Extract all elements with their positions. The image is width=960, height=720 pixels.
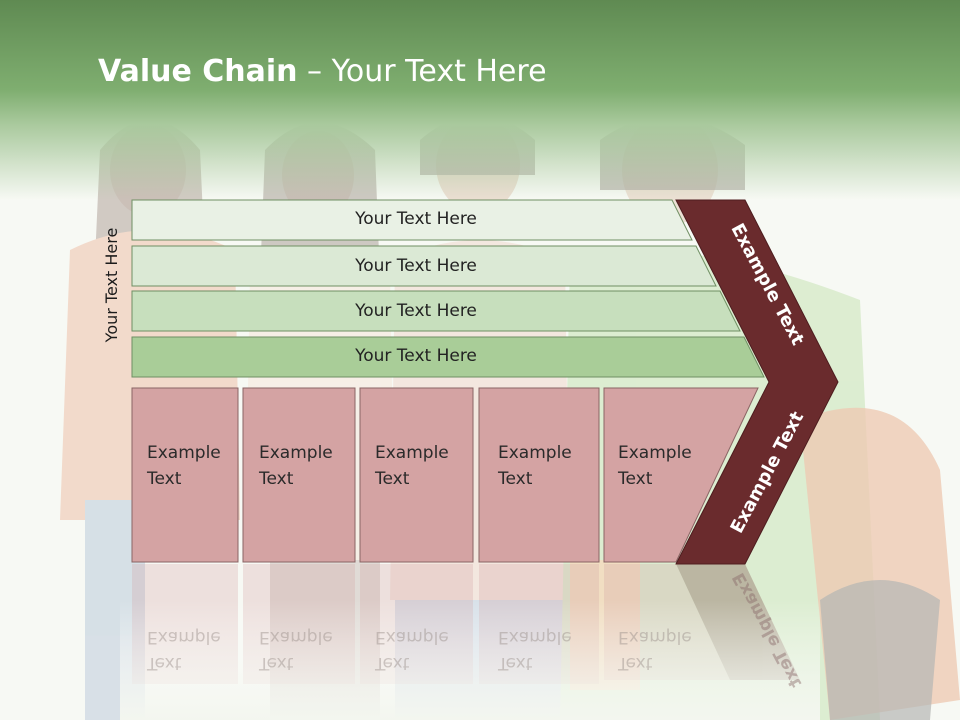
column-3-reflection-line1: Example <box>375 627 449 647</box>
column-3-line2: Text <box>375 469 410 489</box>
bar-1 <box>131 199 693 241</box>
column-1 <box>131 387 239 563</box>
column-1-line1: Example <box>147 443 221 463</box>
column-1-reflection-line2: Text <box>147 653 182 673</box>
column-2 <box>242 387 356 563</box>
column-2-reflection-line2: Text <box>259 653 294 673</box>
column-2-line2: Text <box>259 469 294 489</box>
column-1-line2: Text <box>147 469 182 489</box>
column-4-line1: Example <box>498 443 572 463</box>
column-1-reflection: Text Example <box>147 624 221 676</box>
column-2-line1: Example <box>259 443 333 463</box>
title-bold: Value Chain <box>98 54 298 89</box>
column-4-line2: Text <box>498 469 533 489</box>
slide-title: Value Chain – Your Text Here <box>98 54 547 89</box>
header-band <box>0 0 960 200</box>
column-4 <box>478 387 600 563</box>
column-1-reflection-line1: Example <box>147 627 221 647</box>
column-3-reflection-line2: Text <box>375 653 410 673</box>
column-3-line1: Example <box>375 443 449 463</box>
bar-label-2: Your Text Here <box>355 256 477 276</box>
bar-label-3: Your Text Here <box>355 301 477 321</box>
chevron-arrow <box>675 199 839 565</box>
column-5-line2: Text <box>618 469 653 489</box>
bar-label-1: Your Text Here <box>355 209 477 229</box>
column-4-reflection-line1: Example <box>498 627 572 647</box>
bar-4 <box>131 336 765 378</box>
column-3 <box>359 387 474 563</box>
column-4-reflection-line2: Text <box>498 653 533 673</box>
column-5-reflection-line1: Example <box>618 627 692 647</box>
column-2-reflection-line1: Example <box>259 627 333 647</box>
column-5-line1: Example <box>618 443 692 463</box>
bar-label-4: Your Text Here <box>355 346 477 366</box>
column-5-reflection-line2: Text <box>618 653 653 673</box>
title-rest: – Your Text Here <box>297 54 547 89</box>
bar-3 <box>131 290 741 332</box>
column-5-reflection: Text Example <box>618 624 692 676</box>
reflection-fade <box>120 600 820 720</box>
column-2-reflection: Text Example <box>259 624 333 676</box>
column-3-reflection: Text Example <box>375 624 449 676</box>
bar-2 <box>131 245 717 287</box>
column-4-reflection: Text Example <box>498 624 572 676</box>
column-5 <box>603 387 759 563</box>
